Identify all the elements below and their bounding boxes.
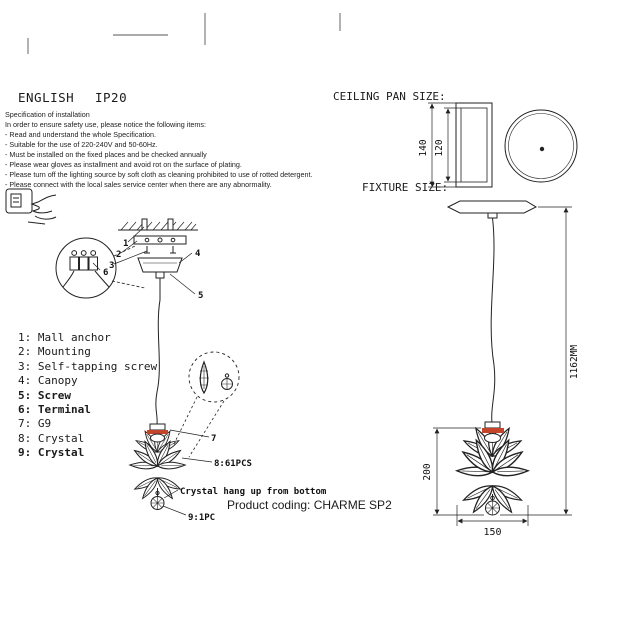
pendant-lamp-small (129, 299, 186, 510)
terminal-detail-circle (55, 237, 146, 299)
callout-1: 1 (123, 239, 128, 249)
lamp-band-large (482, 428, 504, 433)
spec-item: - Please turn off the lighting source by… (5, 170, 313, 179)
dim-140-label: 140 (418, 139, 429, 156)
callout-5: 5 (198, 291, 203, 301)
part-item: 1: Mall anchor (18, 331, 111, 344)
callout-bottom-crystal: 9:1PC (188, 513, 215, 523)
dim-150 (456, 505, 529, 526)
callout-2: 2 (116, 250, 121, 260)
spec-item: - Please connect with the local sales se… (5, 180, 272, 189)
ip-rating-label: IP20 (95, 90, 128, 105)
dim-200-label: 200 (422, 463, 433, 480)
dim-1162-label: 1162MM (569, 345, 580, 380)
canopy-cup (137, 257, 183, 273)
fixture-wire (490, 217, 496, 423)
pointing-hand-icon (30, 194, 57, 214)
spec-item: - Must be installed on the fixed places … (5, 150, 207, 159)
pendant-wire-small (155, 299, 161, 425)
ceiling-pan-top-view (504, 109, 578, 183)
dim-120-label: 120 (434, 139, 445, 156)
dim-120 (444, 107, 461, 183)
spec-item: - Suitable for the use of 220-240V and 5… (5, 140, 158, 149)
language-label: ENGLISH (18, 90, 75, 105)
terminal-wires (62, 270, 110, 288)
callout-6: 6 (103, 268, 108, 278)
ceiling-hatch (120, 221, 197, 231)
part-item: 2: Mounting (18, 345, 91, 359)
ceiling-pan-size-label: CEILING PAN SIZE: (333, 90, 446, 103)
product-coding: Product coding: CHARME SP2 (227, 498, 392, 512)
center-hole (539, 146, 545, 152)
crystal-magnifier (172, 351, 240, 458)
callout-g9: 7 (211, 434, 216, 444)
part-item: 4: Canopy (18, 374, 78, 388)
part-item: 9: Crystal (18, 446, 85, 460)
spec-intro: In order to ensure safety use, please no… (5, 120, 206, 129)
dim-150-label: 150 (483, 527, 501, 538)
dim-140 (428, 102, 456, 188)
dim-1162 (500, 206, 572, 516)
mounting-bar (133, 235, 187, 245)
crystal-note: Crystal hang up from bottom (180, 487, 327, 497)
spec-title: Specification of installation (5, 110, 90, 119)
callout-crystal-count: 8:61PCS (214, 459, 252, 469)
lamp-callouts: 7 8:61PCS Crystal hang up from bottom 9:… (162, 429, 327, 523)
part-item: 6: Terminal (18, 403, 91, 417)
fixture-canopy-plate (446, 200, 538, 214)
parts-list: 1: Mall anchor 2: Mounting 3: Self-tappi… (18, 331, 157, 461)
callout-4: 4 (195, 249, 201, 259)
part-item: 3: Self-tapping screw (18, 359, 158, 373)
spec-item: - Read and understand the whole Specific… (5, 130, 157, 139)
fixture-size-label: FIXTURE SIZE: (362, 181, 449, 194)
ceiling-pan-side-view (428, 102, 493, 188)
fixture-drawing (433, 200, 572, 526)
part-item: 7: G9 (18, 417, 52, 431)
lamp-band-small (147, 430, 168, 434)
spec-item: - Please wear gloves as installment and … (5, 160, 242, 169)
wall-anchor (141, 218, 148, 231)
crop-marks (27, 13, 341, 54)
mounting-diagram (118, 218, 198, 300)
wall-anchor (167, 218, 174, 231)
callout-3: 3 (109, 261, 114, 271)
hand-safety-icon (5, 188, 57, 225)
mount-callouts: 1 2 3 4 5 6 (92, 226, 203, 301)
part-item: 8: Crystal (18, 431, 85, 445)
self-tapping-screws (144, 246, 176, 254)
part-item: 5: Screw (18, 388, 71, 402)
specification-block: Specification of installation In order t… (5, 110, 313, 190)
dim-200 (433, 427, 484, 516)
